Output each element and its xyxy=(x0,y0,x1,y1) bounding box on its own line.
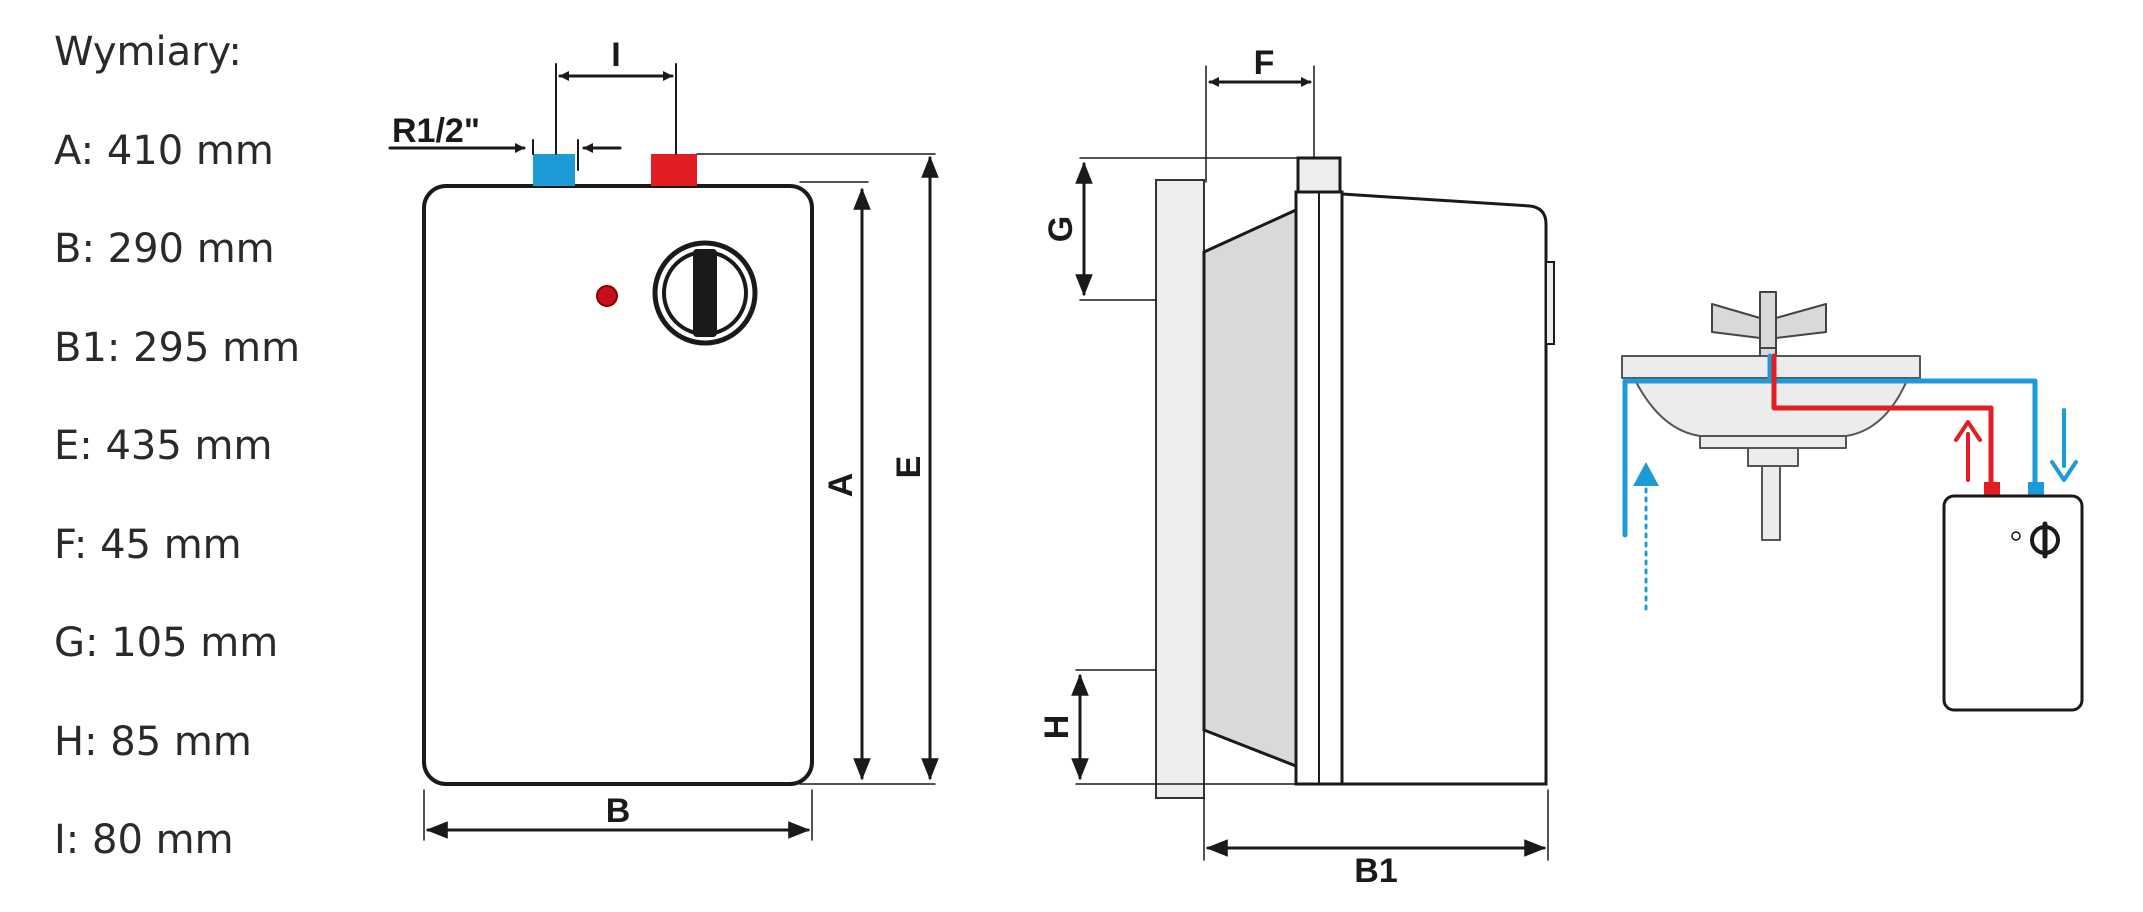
front-view xyxy=(388,63,939,841)
dimension-g: G: 105 mm xyxy=(54,620,279,666)
label-i: I xyxy=(611,36,620,74)
label-h: H xyxy=(1038,715,1076,740)
label-r12: R1/2" xyxy=(392,112,480,150)
cold-outflow-arrow-icon xyxy=(2050,460,2078,482)
dimension-list: Wymiary: A: 410 mm B: 290 mm B1: 295 mm … xyxy=(54,18,354,905)
small-lamp-icon xyxy=(2011,531,2021,541)
dimension-e: E: 435 mm xyxy=(54,423,273,469)
cold-water-pipe xyxy=(533,154,575,186)
hot-flow-arrow-icon xyxy=(1954,420,1982,442)
heater-small-icon xyxy=(1942,494,2084,712)
dimension-b1: B1: 295 mm xyxy=(54,324,301,371)
cover-tab xyxy=(1545,261,1555,345)
indicator-lamp-icon xyxy=(596,285,618,307)
hot-water-pipe xyxy=(651,154,697,186)
label-b: B xyxy=(606,792,631,830)
label-e: E xyxy=(890,456,928,479)
side-view xyxy=(1071,65,1555,861)
dimension-a: A: 410 mm xyxy=(54,127,274,174)
label-b1: B1 xyxy=(1354,852,1397,890)
sink-icon xyxy=(1621,355,1921,541)
inner-tank xyxy=(1202,207,1298,769)
dimension-h: H: 85 mm xyxy=(54,718,252,765)
installation-schematic xyxy=(1621,291,2084,712)
label-a: A xyxy=(822,473,860,498)
dimension-f: F: 45 mm xyxy=(54,521,242,568)
dimension-heading: Wymiary: xyxy=(54,29,242,75)
dimension-i: I: 80 mm xyxy=(54,817,234,863)
thermostat-knob-icon xyxy=(652,240,758,346)
label-g: G xyxy=(1042,216,1080,242)
heater-cover-side xyxy=(1340,192,1548,786)
cold-water-line xyxy=(1622,353,2038,538)
pipe-stub xyxy=(1296,156,1342,194)
label-f: F xyxy=(1254,44,1275,82)
hot-water-line xyxy=(1771,353,1994,497)
wall-mount-plate xyxy=(1155,179,1205,799)
cold-inflow-arrow-icon xyxy=(1633,462,1659,486)
dimension-b: B: 290 mm xyxy=(54,226,275,272)
